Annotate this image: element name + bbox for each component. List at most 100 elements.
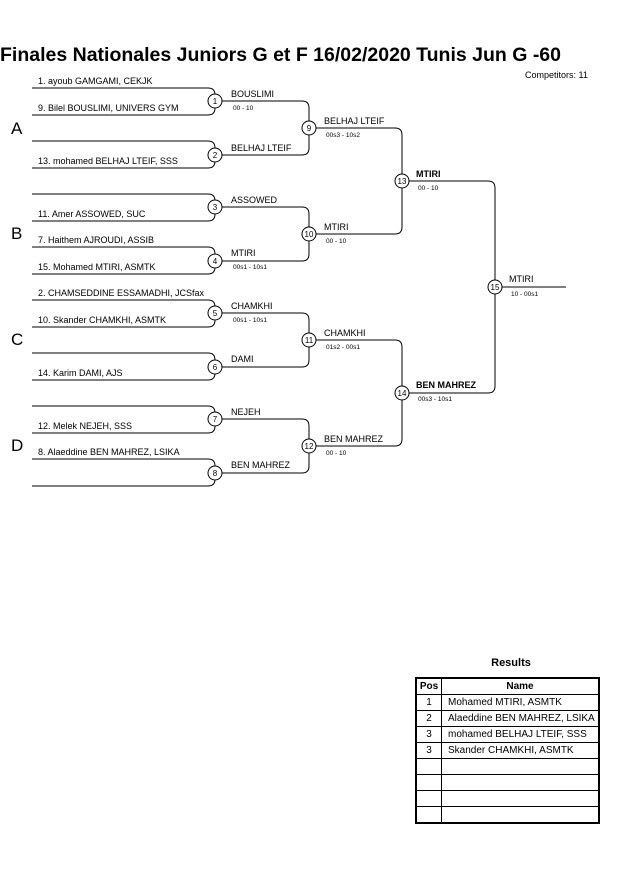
match-score: 01s2 - 00s1 — [326, 344, 360, 351]
result-name — [441, 790, 600, 807]
match-number-12: 12 — [301, 438, 317, 454]
final-score: 10 - 00s1 — [511, 291, 538, 298]
group-label-b: B — [11, 224, 22, 243]
result-name — [441, 758, 600, 775]
entry-name: 13. mohamed BELHAJ LTEIF, SSS — [38, 156, 178, 166]
svg-text:8: 8 — [213, 469, 218, 478]
results-col-name: Name — [441, 677, 600, 695]
entry-name: 15. Mohamed MTIRI, ASMTK — [38, 262, 156, 272]
match-winner: MTIRI — [324, 222, 349, 232]
entry-name: 10. Skander CHAMKHI, ASMTK — [38, 315, 166, 325]
match-number-5: 5 — [207, 305, 223, 321]
match-score: 00 - 10 — [418, 185, 439, 192]
match-winner: CHAMKHI — [324, 328, 366, 338]
match-score: 00s3 - 10s1 — [418, 396, 452, 403]
results-title: Results — [491, 657, 531, 669]
match-score: 00 - 10 — [326, 238, 347, 245]
match-number-10: 10 — [301, 226, 317, 242]
entry-name: 9. Bilel BOUSLIMI, UNIVERS GYM — [38, 103, 179, 113]
match-winner: BOUSLIMI — [231, 89, 274, 99]
match-number-14: 14 — [394, 385, 410, 401]
results-row — [415, 806, 600, 824]
match-number-7: 7 — [207, 411, 223, 427]
match-number-1: 1 — [207, 93, 223, 109]
match-winner: BELHAJ LTEIF — [231, 143, 292, 153]
match-winner: MTIRI — [231, 248, 256, 258]
result-pos — [415, 774, 442, 791]
result-name: mohamed BELHAJ LTEIF, SSS — [441, 726, 600, 743]
result-pos: 3 — [415, 726, 442, 743]
svg-text:3: 3 — [213, 203, 218, 212]
match-number-4: 4 — [207, 253, 223, 269]
match-winner: BEN MAHREZ — [231, 460, 291, 470]
group-label-c: C — [11, 330, 23, 349]
result-pos — [415, 790, 442, 807]
result-pos: 1 — [415, 694, 442, 711]
round3-lines — [316, 127, 403, 447]
group-label-a: A — [11, 119, 23, 138]
svg-text:6: 6 — [213, 363, 218, 372]
final-winner: MTIRI — [509, 274, 534, 284]
result-pos: 3 — [415, 742, 442, 759]
match-number-13: 13 — [394, 173, 410, 189]
match-number-9: 9 — [301, 120, 317, 136]
entry-name: 12. Melek NEJEH, SSS — [38, 421, 132, 431]
match-winner: ASSOWED — [231, 195, 278, 205]
match-number-8: 8 — [207, 465, 223, 481]
result-pos — [415, 758, 442, 775]
svg-text:10: 10 — [305, 230, 314, 239]
match-score: 00 - 10 — [233, 105, 254, 112]
match-score: 00s1 - 10s1 — [233, 317, 267, 324]
result-name: Alaeddine BEN MAHREZ, LSIKA — [441, 710, 600, 727]
match-winner: MTIRI — [416, 169, 441, 179]
svg-text:15: 15 — [491, 283, 500, 292]
match-score: 00 - 10 — [326, 450, 347, 457]
result-name — [441, 774, 600, 791]
svg-text:1: 1 — [213, 97, 218, 106]
entry-name: 8. Alaeddine BEN MAHREZ, LSIKA — [38, 447, 180, 457]
entry-name: 14. Karim DAMI, AJS — [38, 368, 123, 378]
svg-text:9: 9 — [307, 124, 312, 133]
match-number-15: 15 — [487, 279, 503, 295]
entry-name: 2. CHAMSEDDINE ESSAMADHI, JCSfax — [38, 288, 205, 298]
group-label-d: D — [11, 436, 23, 455]
match-number-circles: 1 2 3 4 5 6 7 8 9 10 11 12 13 14 15 — [207, 93, 503, 481]
entry-name: 7. Haithem AJROUDI, ASSIB — [38, 235, 154, 245]
svg-text:5: 5 — [213, 309, 218, 318]
svg-text:2: 2 — [213, 151, 218, 160]
match-winner: DAMI — [231, 354, 254, 364]
entry-name: 1. ayoub GAMGAMI, CEKJK — [38, 76, 153, 86]
entry-name: 11. Amer ASSOWED, SUC — [38, 209, 146, 219]
result-name — [441, 806, 600, 824]
match-score: 00s3 - 10s2 — [326, 132, 360, 139]
match-number-2: 2 — [207, 147, 223, 163]
result-pos — [415, 806, 442, 824]
results-header-row: Pos Name — [415, 677, 600, 695]
svg-text:4: 4 — [213, 257, 218, 266]
match-winner: BEN MAHREZ — [416, 380, 477, 390]
svg-text:14: 14 — [398, 389, 407, 398]
results-row — [415, 774, 600, 791]
result-name: Mohamed MTIRI, ASMTK — [441, 694, 600, 711]
svg-text:12: 12 — [305, 442, 314, 451]
svg-text:11: 11 — [305, 336, 314, 345]
svg-text:13: 13 — [398, 177, 407, 186]
svg-text:7: 7 — [213, 415, 218, 424]
match-winner: CHAMKHI — [231, 301, 273, 311]
page-title: Finales Nationales Juniors G et F 16/02/… — [0, 44, 561, 66]
results-col-pos: Pos — [415, 677, 442, 695]
match-number-3: 3 — [207, 199, 223, 215]
match-number-6: 6 — [207, 359, 223, 375]
match-number-11: 11 — [301, 332, 317, 348]
match-winner: BEN MAHREZ — [324, 434, 384, 444]
match-winner: NEJEH — [231, 407, 261, 417]
result-pos: 2 — [415, 710, 442, 727]
results-row — [415, 790, 600, 807]
match-score: 00s1 - 10s1 — [233, 264, 267, 271]
